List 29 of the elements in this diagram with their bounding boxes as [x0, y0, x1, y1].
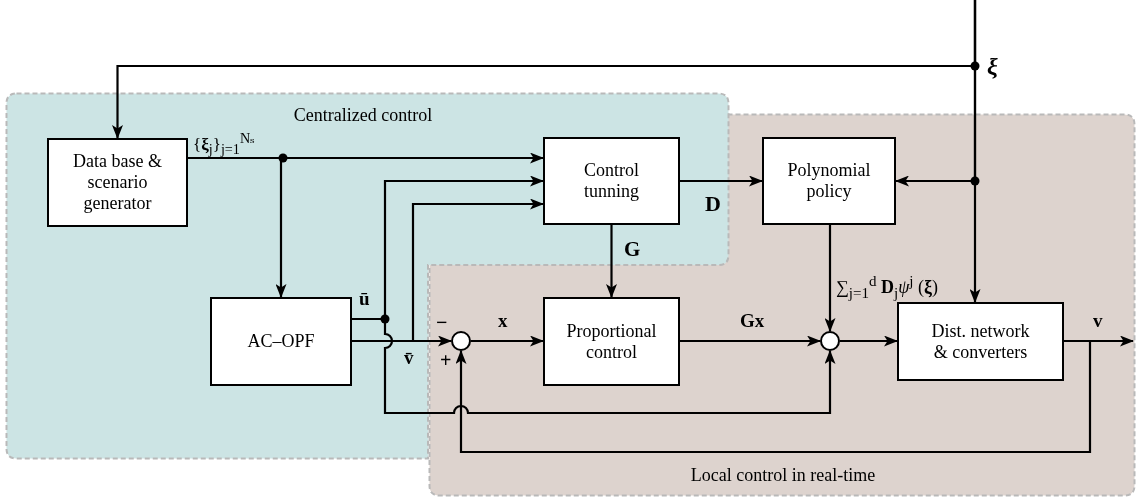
process-box: Data base & scenario generator	[47, 138, 188, 227]
arrow	[471, 335, 544, 347]
region-title: Local control in real-time	[690, 465, 876, 486]
edge-label: D	[705, 193, 721, 215]
edge-label: ū	[359, 289, 370, 308]
arrow	[455, 339, 1092, 454]
arrow	[680, 335, 821, 347]
arrow	[840, 335, 898, 347]
edge-label: ∑$_{j=1}$$^{d}$ D$_{j}$ψ$^{j}$ (ξ)	[836, 274, 939, 301]
arrow	[969, 0, 981, 303]
region-title: Centralized control	[293, 105, 433, 126]
edge-label: x	[498, 311, 508, 330]
edge-label: ξ	[987, 54, 998, 78]
process-box: Polynomial policy	[762, 137, 896, 225]
arrow	[680, 175, 763, 187]
arrow	[352, 198, 544, 343]
process-box: Control tunning	[543, 137, 680, 225]
arrow	[824, 225, 836, 332]
arrow	[606, 225, 617, 298]
sign-label: −	[436, 312, 448, 332]
edge-label: v̄	[404, 348, 414, 367]
edge-label: Gx	[740, 311, 765, 330]
sign-label: +	[440, 350, 452, 370]
process-box: AC–OPF	[210, 297, 352, 386]
process-box: Proportional control	[543, 297, 680, 386]
arrow	[188, 156, 287, 298]
process-box: Dist. network & converters	[897, 302, 1064, 381]
edge-label: G	[624, 239, 641, 260]
edge-label: v	[1093, 311, 1103, 330]
